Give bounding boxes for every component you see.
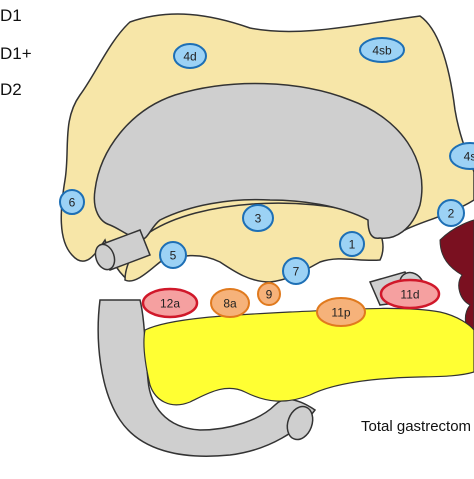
lymph-node-marker (210, 288, 250, 318)
bowel-stump (286, 405, 314, 441)
lymph-node-5: 5 (159, 241, 187, 269)
lymph-node-label: 8a (223, 297, 237, 311)
lymph-node-7: 7 (282, 257, 310, 285)
lymph-node-label: 9 (266, 288, 273, 302)
lymph-node-1: 1 (339, 231, 365, 257)
lymph-node-label: 3 (255, 212, 262, 226)
lymph-node-marker (242, 204, 274, 232)
lymph-node-label: 1 (349, 238, 356, 252)
lymph-node-6: 6 (59, 189, 85, 215)
caption-label: Total gastrectom (361, 418, 472, 435)
lymph-node-marker (316, 297, 366, 327)
duodenum-stump (94, 229, 151, 271)
lymph-node-marker (449, 142, 474, 170)
lymph-node-8a: 8a (210, 288, 250, 318)
lymph-node-4s: 4s (449, 142, 474, 170)
legend-item-d2: D2 (0, 80, 22, 99)
lymph-node-marker (379, 278, 441, 310)
lymph-node-11d: 11d (379, 278, 441, 310)
lymph-node-label: 4s (464, 150, 474, 164)
legend-item-d1: D1 (0, 6, 22, 25)
lymph-node-4d: 4d (173, 43, 207, 69)
lymph-node-label: 11p (331, 306, 350, 320)
lymph-node-9: 9 (257, 282, 281, 306)
splenic-vessel (439, 219, 474, 341)
lymph-node-12a: 12a (141, 287, 199, 319)
lymph-node-2: 2 (437, 199, 465, 227)
lymph-node-label: 7 (293, 265, 300, 279)
lymph-node-marker (257, 282, 281, 306)
lymph-node-marker (141, 287, 199, 319)
lymph-node-marker (159, 241, 187, 269)
lymph-node-label: 2 (448, 207, 455, 221)
lymph-node-label: 5 (170, 249, 177, 263)
legend-item-d1plus: D1+ (0, 44, 32, 63)
lymph-node-marker (173, 43, 207, 69)
lymph-node-label: 6 (69, 196, 76, 210)
lymph-node-marker (437, 199, 465, 227)
lymph-node-marker (282, 257, 310, 285)
lymph-node-label: 12a (160, 297, 180, 311)
lymph-node-11p: 11p (316, 297, 366, 327)
lymph-node-marker (59, 189, 85, 215)
lymph-node-3: 3 (242, 204, 274, 232)
lymph-node-marker (339, 231, 365, 257)
pancreas-shape (143, 307, 474, 406)
duodenum-shape (97, 299, 317, 457)
lymph-node-layer: 4d 4sb 4s 6 3 2 5 1 7 9 8a 11p 12a 11d (59, 37, 474, 327)
lymph-node-marker (359, 37, 405, 63)
lymph-node-label: 11d (400, 288, 419, 302)
lymph-node-label: 4sb (372, 44, 392, 58)
lymph-node-4sb: 4sb (359, 37, 405, 63)
lymph-node-label: 4d (183, 50, 196, 64)
